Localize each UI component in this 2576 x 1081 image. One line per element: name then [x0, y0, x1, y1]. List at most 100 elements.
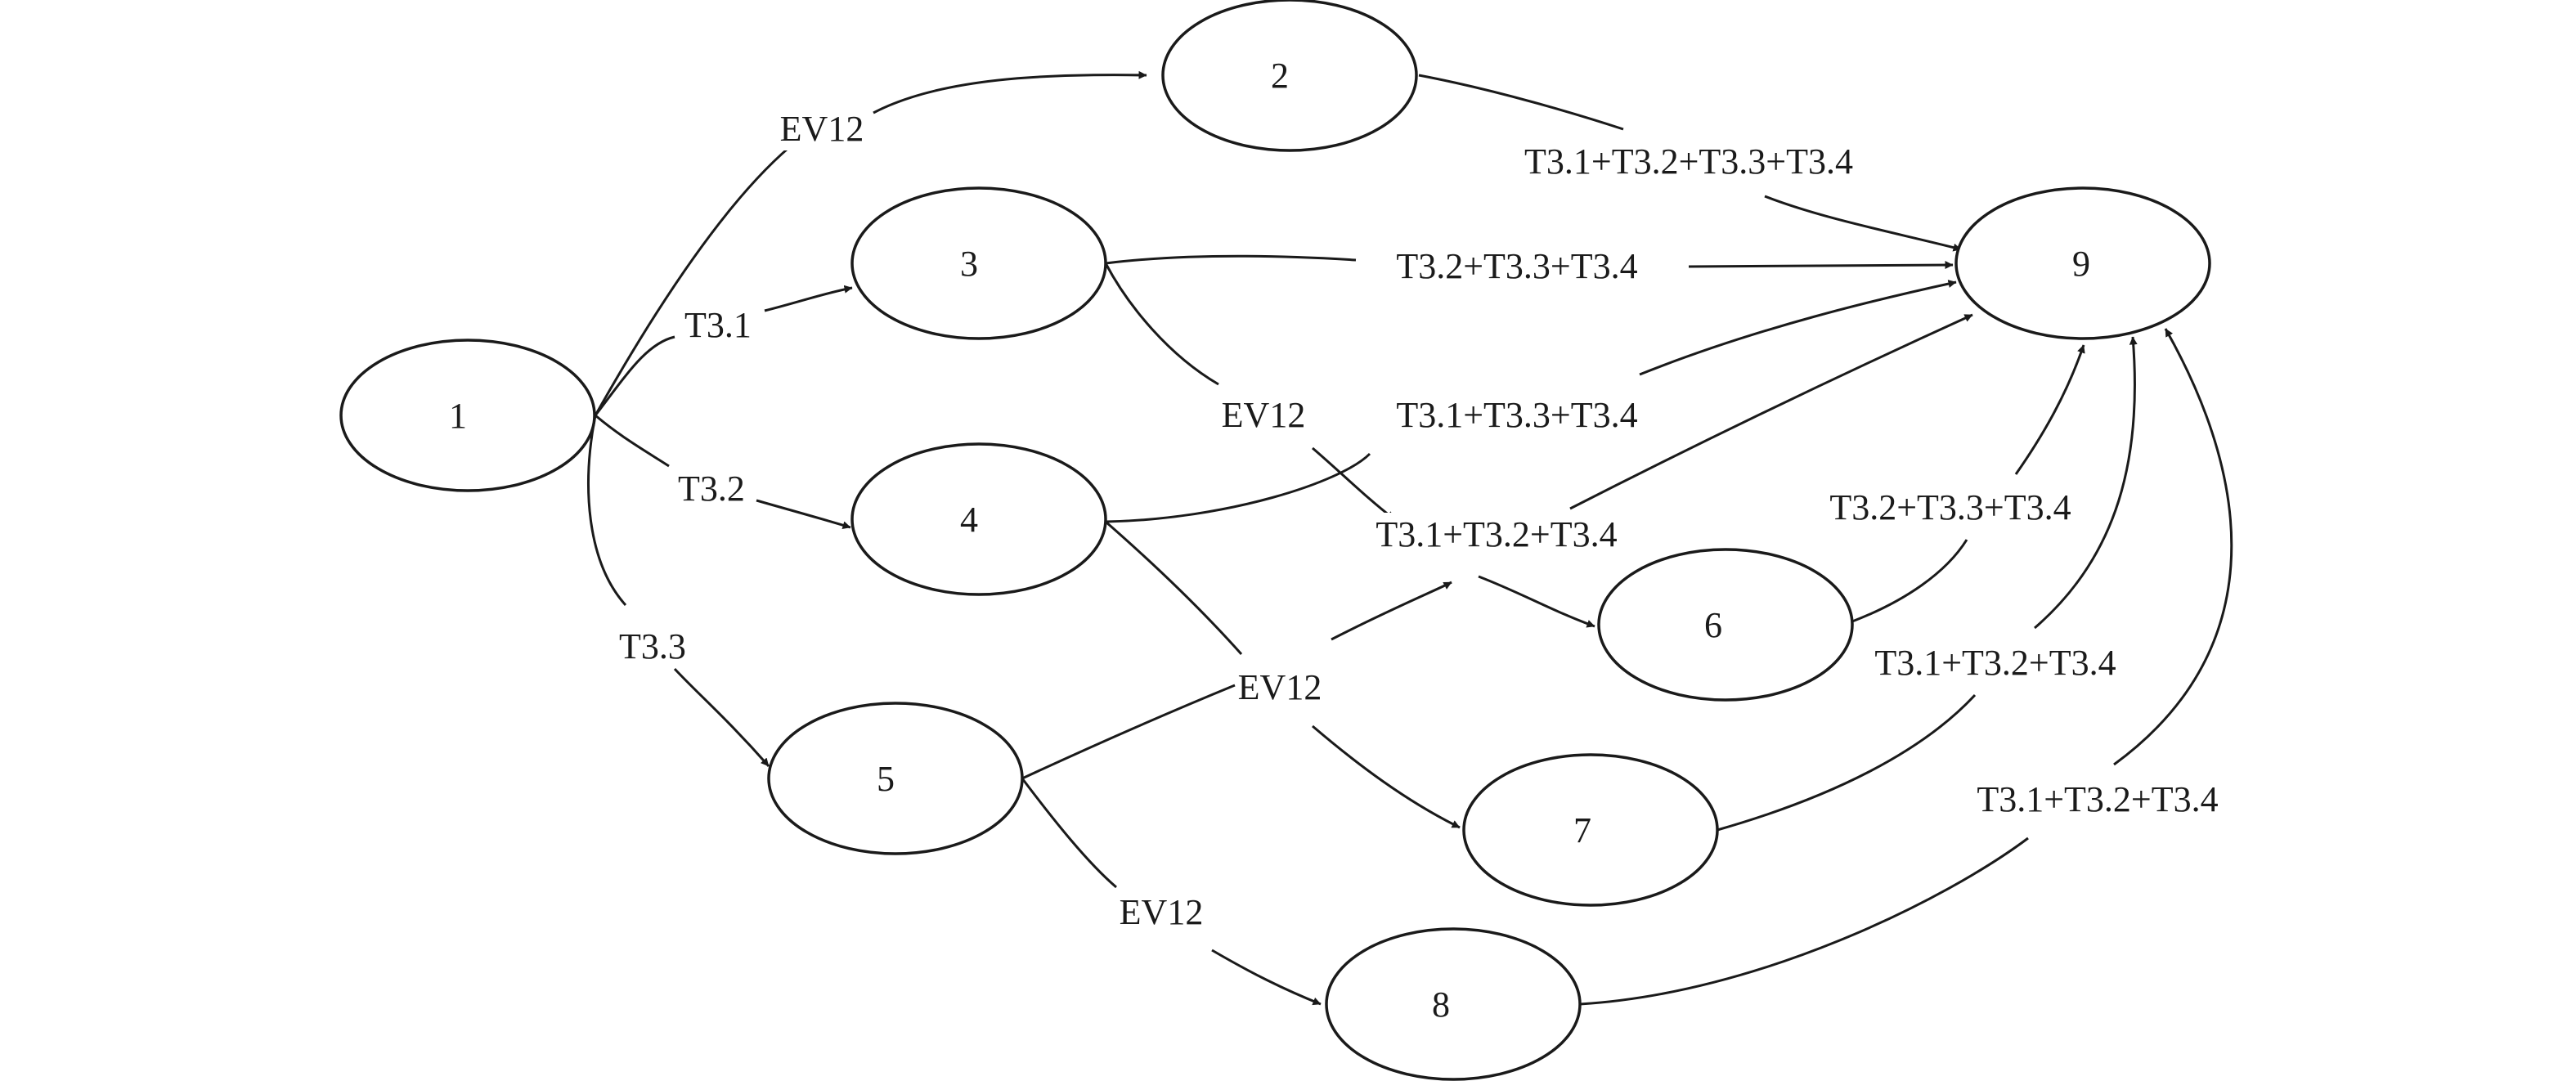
edge-label: T3.1+T3.3+T3.4 [1396, 395, 1637, 435]
edge-arrow-segment [1312, 724, 1461, 829]
edge-4-7: EV12 [1105, 520, 1461, 829]
edge-line [1579, 837, 2029, 1006]
edge-line [1021, 684, 1236, 780]
edge-4-9: T3.1+T3.3+T3.4 [1105, 280, 1957, 523]
edge-arrow-segment [1211, 949, 1322, 1006]
edge-line [595, 414, 670, 468]
node-7: 7 [1462, 753, 1719, 907]
edge-5-8: EV12 [1021, 778, 1322, 1006]
edge-line [1105, 520, 1243, 655]
edge-label-background [1391, 244, 1643, 288]
edge-arrow-segment [2113, 328, 2233, 766]
edge-label-background [1371, 513, 1622, 556]
edge-arrow-segment [1639, 280, 1957, 376]
node-9: 9 [1954, 186, 2211, 340]
node-ellipse [850, 442, 1107, 596]
node-8: 8 [1325, 927, 1582, 1081]
node-1: 1 [339, 339, 596, 492]
node-label: 1 [449, 396, 467, 436]
edge-label-background [614, 625, 691, 668]
edge-1-4: T3.2 [595, 414, 851, 530]
edge-arrow-segment [1312, 446, 1395, 521]
node-2: 2 [1161, 0, 1418, 152]
edge-label: T3.1 [684, 305, 752, 345]
node-ellipse [339, 339, 596, 492]
edge-label: T3.1+T3.2+T3.3+T3.4 [1524, 141, 1853, 182]
node-ellipse [1325, 927, 1582, 1081]
node-ellipse [850, 186, 1107, 340]
edge-label: T3.3 [619, 626, 686, 666]
node-label: 2 [1271, 56, 1289, 96]
node-label: 7 [1573, 810, 1591, 850]
edge-8-9: T3.1+T3.2+T3.4 [1579, 328, 2233, 1006]
edge-line [1418, 74, 1624, 131]
edge-arrow-segment [2034, 336, 2138, 630]
node-ellipse [767, 702, 1024, 855]
edge-label-background [680, 303, 756, 347]
edge-arrow-segment [2014, 344, 2085, 475]
edge-1-2: EV12 [594, 70, 1147, 416]
edge-label: T3.2+T3.3+T3.4 [1396, 246, 1637, 286]
edge-label: EV12 [780, 109, 864, 149]
edge-label-background [1114, 890, 1209, 934]
node-6: 6 [1597, 548, 1854, 702]
edge-1-3: T3.1 [594, 285, 853, 416]
edge-6-9: T3.2+T3.3+T3.4 [1824, 344, 2085, 623]
edge-7-9: T3.1+T3.2+T3.4 [1717, 336, 2138, 832]
edge-arrow-segment [1331, 581, 1452, 641]
edge-label-background [774, 107, 869, 150]
edge-1-5: T3.3 [587, 415, 770, 767]
edge-arrow-segment [873, 70, 1147, 114]
node-ellipse [1462, 753, 1719, 907]
node-label: 3 [960, 244, 978, 284]
node-4: 4 [850, 442, 1107, 596]
edge-arrow-segment [1569, 313, 1973, 510]
node-label: 8 [1432, 985, 1450, 1025]
edge-arrow-segment [756, 499, 851, 530]
edge-label-background [1519, 140, 1858, 183]
edge-label-background [1216, 393, 1311, 437]
edge-label: EV12 [1238, 667, 1322, 707]
edge-3-6: EV12 [1104, 262, 1595, 628]
edge-label: T3.1+T3.2+T3.4 [1977, 779, 2218, 819]
edge-arrow-segment [764, 285, 853, 312]
node-label: 9 [2072, 244, 2090, 284]
edge-line [1851, 539, 1968, 623]
edge-line [1104, 262, 1219, 386]
node-label: 4 [960, 500, 978, 540]
edge-label: EV12 [1120, 892, 1204, 932]
edge-line [594, 139, 798, 416]
edge-label-background [1972, 778, 2224, 821]
edge-label: T3.2+T3.3+T3.4 [1829, 487, 2071, 527]
edge-arrow-segment [673, 667, 770, 767]
edge-line [594, 335, 675, 416]
edge-line [587, 415, 627, 607]
edge-3-9: T3.2+T3.3+T3.4 [1105, 244, 1954, 288]
edge-line [1021, 778, 1117, 889]
edge-arrow-segment [1478, 575, 1595, 628]
edge-label-background [1824, 486, 2076, 529]
edge-arrow-segment [1688, 261, 1954, 270]
edge-label-background [1391, 393, 1643, 437]
edge-arrow-segment [1764, 195, 1962, 252]
node-5: 5 [767, 702, 1024, 855]
edge-label: EV12 [1222, 395, 1306, 435]
edge-line [1717, 693, 1977, 832]
edge-label-background [1869, 641, 2121, 684]
node-label: 5 [877, 759, 895, 799]
edge-label: T3.2 [678, 469, 745, 509]
node-ellipse [1597, 548, 1854, 702]
edge-2-9: T3.1+T3.2+T3.3+T3.4 [1418, 74, 1962, 252]
edge-5-9: T3.1+T3.2+T3.4 [1021, 313, 1973, 780]
edge-line [1105, 452, 1371, 523]
node-ellipse [1954, 186, 2211, 340]
node-label: 6 [1704, 605, 1722, 645]
edge-line [1105, 254, 1357, 265]
edge-label: T3.1+T3.2+T3.4 [1874, 643, 2116, 683]
edge-label-background [1232, 666, 1327, 709]
node-ellipse [1161, 0, 1418, 152]
node-3: 3 [850, 186, 1107, 340]
edge-label: T3.1+T3.2+T3.4 [1376, 514, 1617, 554]
edge-label-background [673, 467, 750, 510]
